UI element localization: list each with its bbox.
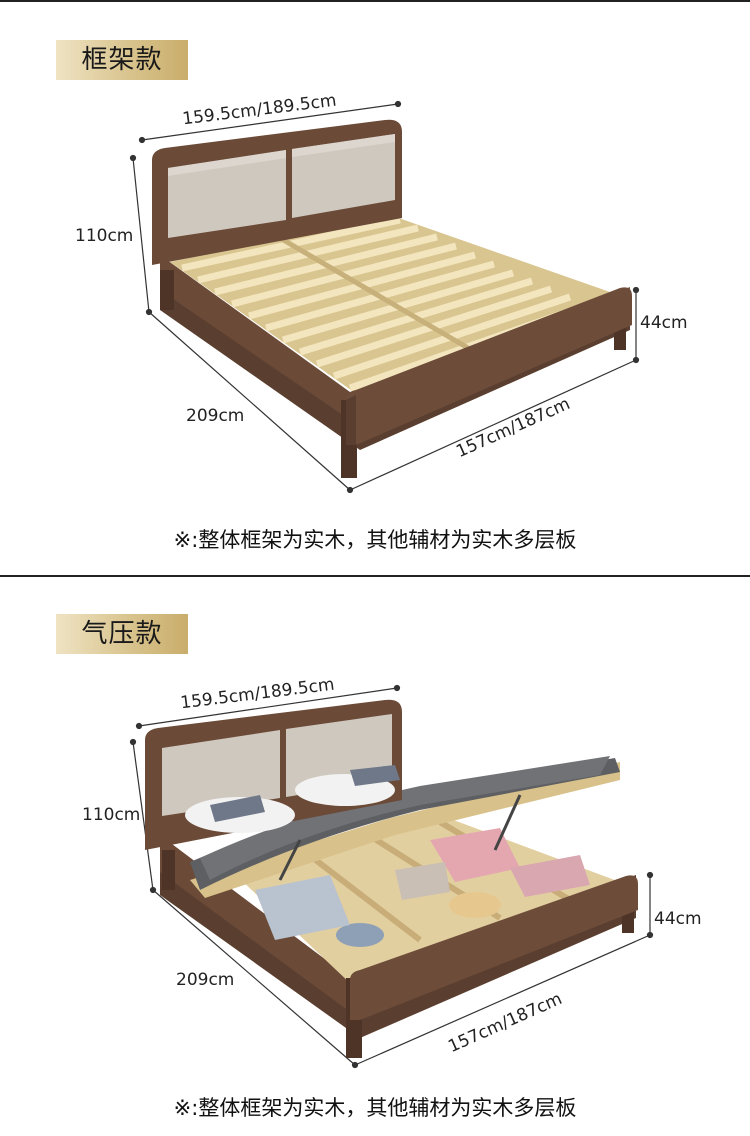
top-divider	[0, 0, 750, 2]
frame-length-label: 209cm	[186, 406, 245, 426]
hydraulic-length-label: 209cm	[176, 970, 235, 990]
hydraulic-material-note: ※:整体框架为实木，其他辅材为实木多层板	[173, 1096, 577, 1120]
section-tag-frame: 框架款	[56, 40, 188, 80]
hydraulic-side-height-label: 44cm	[654, 909, 702, 929]
frame-height-label: 110cm	[75, 226, 134, 246]
section-divider	[0, 575, 750, 577]
frame-bed-illustration	[129, 100, 640, 494]
frame-material-note: ※:整体框架为实木，其他辅材为实木多层板	[173, 528, 577, 552]
hydraulic-bed-illustration	[129, 684, 654, 1069]
frame-side-height-label: 44cm	[640, 313, 688, 333]
hydraulic-height-label: 110cm	[82, 805, 141, 825]
section-tag-hydraulic: 气压款	[56, 614, 188, 654]
